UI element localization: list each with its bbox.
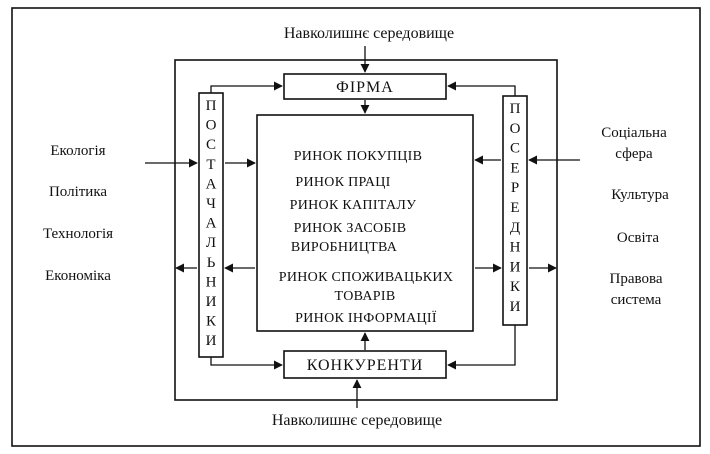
markets-box — [256, 114, 474, 332]
intermediaries-letter: Е — [510, 160, 519, 176]
factor-social-line2: сфера — [615, 146, 653, 162]
suppliers-letter: И — [206, 294, 217, 310]
arrow-suppliers-to-competitors — [210, 357, 283, 370]
factor-culture: Культура — [611, 187, 669, 203]
environment-bottom-label: Навколишнє середовище — [272, 412, 442, 429]
intermediaries-letter: Н — [510, 240, 521, 256]
suppliers-letter: Ч — [206, 196, 216, 212]
market-means-line2: ВИРОБНИЦТВА — [291, 240, 398, 255]
suppliers-letter: К — [206, 314, 217, 330]
factor-education: Освіта — [617, 230, 659, 246]
factor-economics: Економіка — [45, 268, 111, 284]
environment-top-label: Навколишнє середовище — [284, 25, 454, 42]
intermediaries-letter: П — [510, 101, 521, 117]
intermediaries-letter: Р — [511, 180, 519, 196]
factor-legal-line2: система — [611, 292, 662, 308]
competitors-label: КОНКУРЕНТИ — [307, 357, 424, 374]
competitors-box — [283, 350, 447, 379]
arrow-intermediaries-to-competitors — [447, 325, 516, 370]
intermediaries-letter: О — [510, 121, 521, 137]
firm-box — [283, 73, 447, 100]
environment-box — [174, 59, 558, 401]
markets-list: РИНОК ПОКУПЦІВ РИНОК ПРАЦІ РИНОК КАПІТАЛ… — [279, 149, 454, 326]
intermediaries-letter: К — [510, 279, 521, 295]
arrow-intermediaries-to-firm — [447, 81, 516, 96]
factor-politics: Політика — [49, 184, 107, 200]
suppliers-letter: Н — [206, 274, 217, 290]
left-factors: Екологія Політика Технологія Економіка — [43, 143, 113, 284]
market-consumer-line2: ТОВАРІВ — [335, 289, 396, 304]
suppliers-box — [198, 92, 224, 358]
intermediaries-letter: И — [510, 299, 521, 315]
factor-social-line1: Соціальна — [601, 125, 667, 141]
suppliers-letter: А — [206, 216, 217, 232]
intermediaries-box — [502, 95, 528, 326]
suppliers-letter: О — [206, 118, 217, 134]
market-labor: РИНОК ПРАЦІ — [295, 175, 390, 190]
suppliers-letter: С — [206, 137, 216, 153]
arrow-suppliers-to-firm — [210, 81, 283, 93]
connectors — [145, 46, 580, 408]
market-capital: РИНОК КАПІТАЛУ — [290, 198, 417, 213]
intermediaries-letter: С — [510, 141, 520, 157]
suppliers-letter: И — [206, 333, 217, 349]
factor-technology: Технологія — [43, 226, 113, 242]
suppliers-letter: Ь — [207, 255, 216, 271]
intermediaries-letter: И — [510, 259, 521, 275]
suppliers-letter: П — [206, 98, 217, 114]
market-means-line1: РИНОК ЗАСОБІВ — [294, 221, 407, 236]
intermediaries-letter: Д — [510, 220, 520, 236]
right-factors: Соціальна сфера Культура Освіта Правова … — [601, 125, 669, 308]
market-information: РИНОК ІНФОРМАЦІЇ — [295, 309, 437, 326]
intermediaries-letter: Е — [510, 200, 519, 216]
factor-ecology: Екологія — [50, 143, 105, 159]
outer-frame — [11, 7, 701, 447]
market-buyers: РИНОК ПОКУПЦІВ — [294, 149, 423, 164]
factor-legal-line1: Правова — [609, 271, 662, 287]
suppliers-letter: А — [206, 176, 217, 192]
suppliers-letter: Л — [206, 235, 216, 251]
firm-label: ФІРМА — [336, 79, 394, 96]
market-consumer-line1: РИНОК СПОЖИВАЦЬКИХ — [279, 270, 454, 285]
suppliers-letter: Т — [206, 157, 215, 173]
